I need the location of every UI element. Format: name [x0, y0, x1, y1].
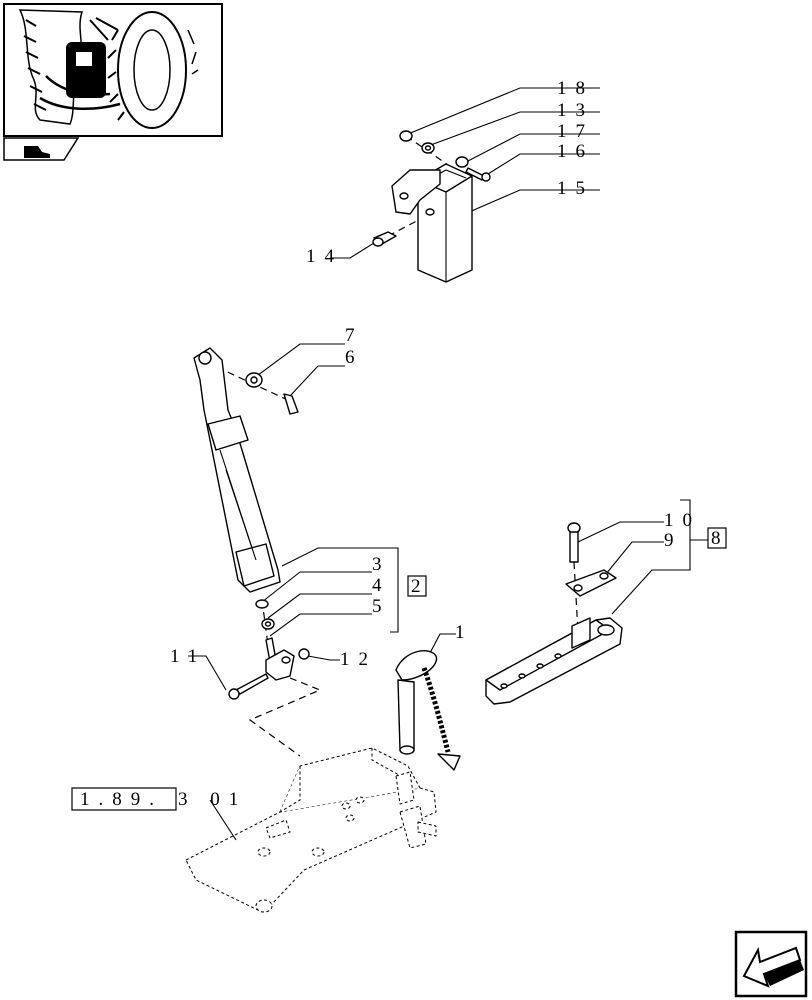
drawbar-link-assembly: 7 6 3 4 5 2 11 12	[170, 325, 430, 757]
callout-11: 11	[170, 646, 206, 667]
callout-1: 1	[455, 622, 474, 643]
drawbar-plate-assembly: 10 9 8	[485, 499, 730, 705]
phantom-frame-reference: 1.89. 3 01	[71, 747, 437, 913]
callout-3: 3	[372, 554, 391, 575]
callout-8: 8	[711, 528, 730, 549]
callout-12: 12	[340, 649, 377, 670]
callout-box-2	[407, 575, 427, 597]
callout-6: 6	[345, 347, 364, 368]
callout-box-8	[707, 527, 727, 549]
bracket-assembly: 18 13 17 16 15 14	[306, 78, 600, 283]
callout-16: 16	[557, 141, 594, 162]
callout-5: 5	[372, 596, 391, 617]
reference-tail-label: 3 01	[178, 789, 247, 810]
callout-13: 13	[557, 100, 594, 121]
tractor-rear-thumbnail-icon[interactable]	[3, 3, 223, 137]
callout-9: 9	[664, 530, 683, 551]
callout-14: 14	[306, 246, 343, 267]
reference-box-label: 1.89.	[80, 789, 163, 810]
callout-4: 4	[372, 575, 391, 596]
callout-2: 2	[411, 576, 430, 597]
previous-page-arrow-icon[interactable]	[734, 930, 808, 998]
callout-18: 18	[557, 78, 594, 99]
callout-7: 7	[345, 325, 364, 346]
pin-chain-assembly: 1	[395, 622, 474, 771]
section-tab-icon[interactable]	[3, 137, 80, 161]
callout-10: 10	[664, 510, 701, 531]
reference-box[interactable]	[71, 787, 177, 811]
callout-15: 15	[557, 178, 594, 199]
callout-17: 17	[557, 121, 594, 142]
